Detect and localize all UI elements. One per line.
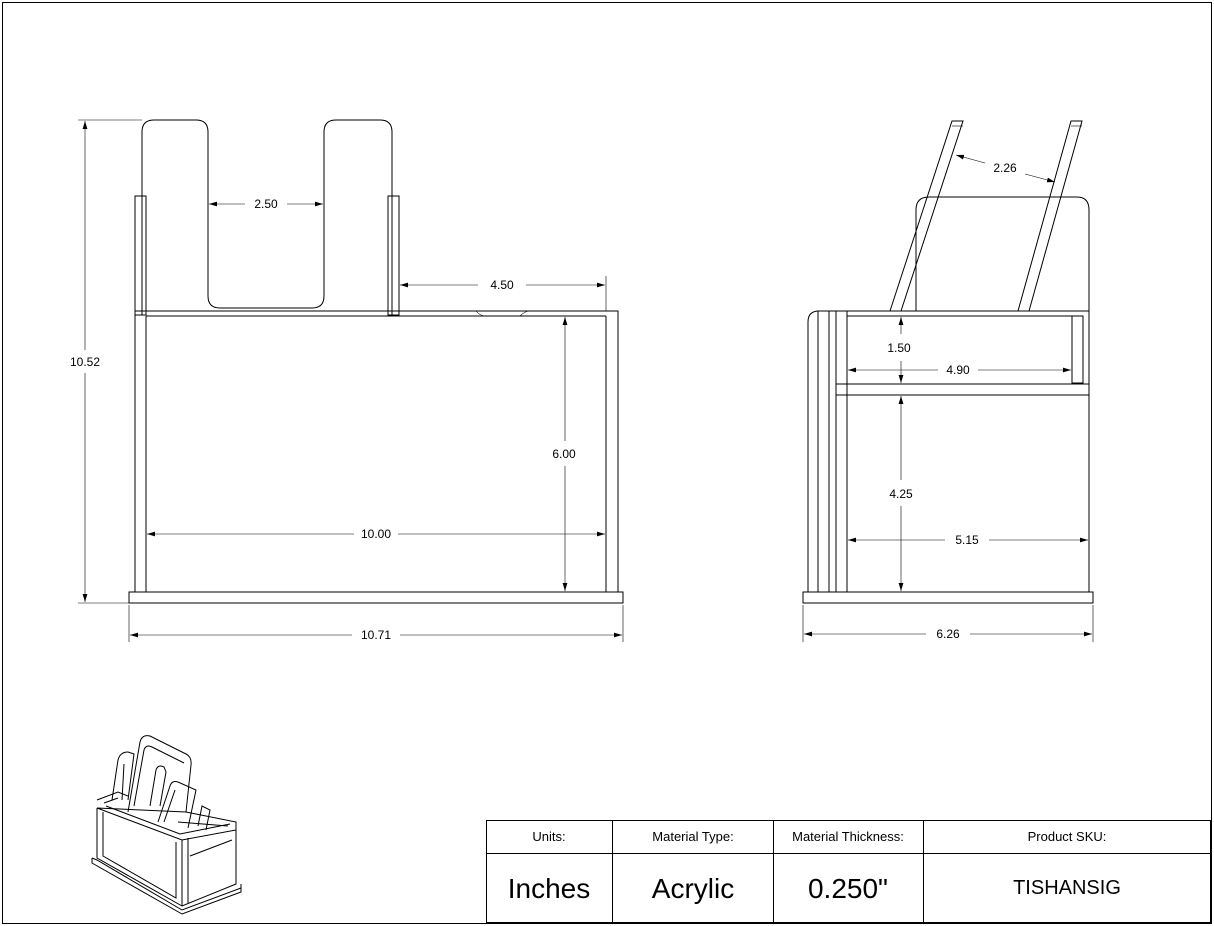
dim-overall-width: 10.71 [361, 628, 391, 642]
front-back-panel [141, 119, 393, 315]
material-thickness-label: Material Thickness: [792, 829, 904, 844]
material-thickness-value: 0.250" [808, 873, 888, 904]
side-rear-post [1071, 315, 1084, 384]
front-post-right [387, 195, 400, 316]
dim-slot-width: 2.50 [254, 197, 278, 211]
side-divider-left [889, 120, 964, 312]
dim-box-height: 6.00 [552, 447, 576, 461]
iso-back-panel [127, 735, 192, 813]
side-back-panel [915, 196, 1090, 311]
material-type-label: Material Type: [652, 829, 733, 844]
front-box [134, 310, 619, 593]
units-label: Units: [532, 829, 565, 844]
side-divider-right [1017, 120, 1083, 312]
dim-inner-width: 10.00 [361, 527, 391, 541]
material-type-value: Acrylic [652, 873, 734, 904]
dim-lower-height: 4.25 [889, 487, 913, 501]
dim-inner-depth: 5.15 [955, 533, 979, 547]
front-shelf-edge [399, 310, 531, 317]
dim-overall-depth: 6.26 [936, 627, 960, 641]
units-value: Inches [508, 873, 591, 904]
side-box [807, 310, 1090, 592]
side-shelf [835, 383, 1090, 396]
product-sku-label: Product SKU: [1028, 829, 1107, 844]
front-view: 10.52 2.50 4.50 6.00 10.00 10.71 [70, 119, 624, 642]
product-sku-value: TISHANSIG [1013, 877, 1121, 899]
front-post-left [134, 195, 147, 316]
title-block: Units: Material Type: Material Thickness… [486, 820, 1211, 923]
side-base [802, 591, 1094, 604]
dim-divider-spacing: 2.26 [993, 161, 1017, 175]
dim-upper-height: 1.50 [887, 341, 911, 355]
dim-shelf-depth: 4.90 [946, 363, 970, 377]
front-base [128, 591, 624, 604]
isometric-view [91, 735, 242, 915]
dim-overall-height: 10.52 [70, 355, 100, 369]
dim-rear-offset: 4.50 [490, 278, 514, 292]
side-view: 2.26 1.50 4.90 4.25 5.15 6.26 [802, 120, 1094, 642]
iso-box-body [96, 808, 237, 907]
